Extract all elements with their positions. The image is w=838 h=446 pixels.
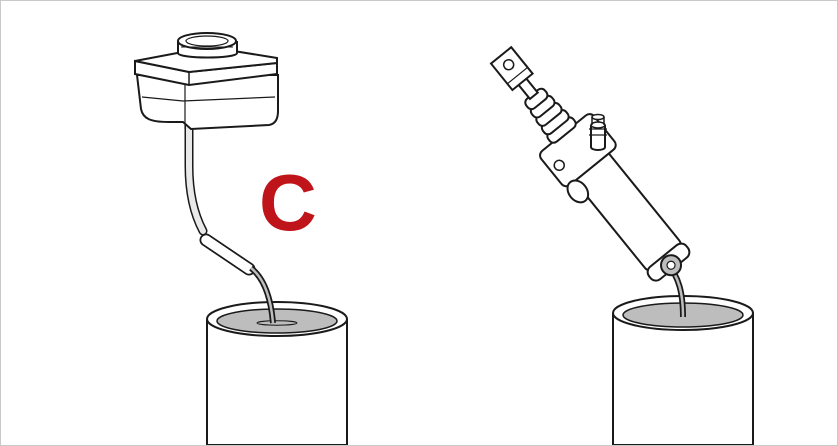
bleed-hose xyxy=(184,118,276,324)
bleed-screw xyxy=(589,113,607,151)
reservoir xyxy=(134,32,279,131)
slave-cylinder xyxy=(489,45,691,282)
left-illustration xyxy=(134,32,348,445)
step-label: C xyxy=(259,158,317,247)
catch-container-left xyxy=(206,301,348,445)
catch-container-right xyxy=(612,295,754,445)
right-illustration xyxy=(489,45,754,445)
